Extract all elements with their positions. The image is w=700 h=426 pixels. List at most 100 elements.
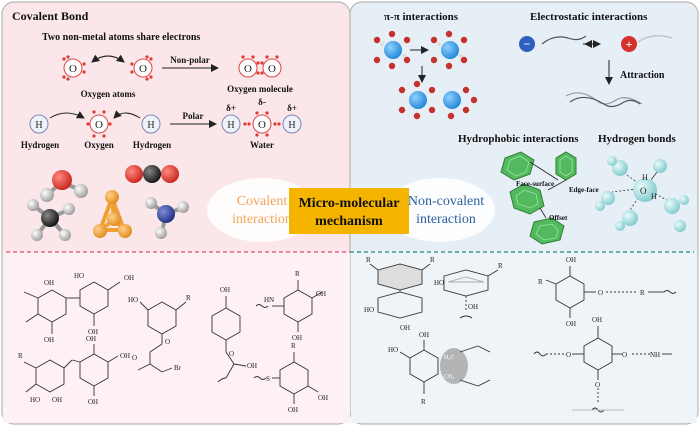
pi-stacking-structure xyxy=(369,263,431,319)
structure-label-r: R xyxy=(640,289,645,297)
h-to-o-arrow-left xyxy=(49,111,85,119)
structure-label-oh: OH xyxy=(400,324,410,332)
structure-label-oh: OH xyxy=(566,320,576,328)
svg-text:O: O xyxy=(244,63,252,75)
structure-label-ho: HO xyxy=(364,306,374,314)
oxygen-molecule-label: Oxygen molecule xyxy=(227,84,293,94)
carbon-dioxide-3d-model xyxy=(125,165,179,183)
hydrogen-atom-right: H xyxy=(141,114,161,134)
structure-label-oh: OH xyxy=(292,334,302,342)
pi-cluster-top-left xyxy=(373,30,411,70)
tetrahedral-3d-model xyxy=(93,190,132,238)
svg-text:O: O xyxy=(69,63,77,75)
svg-text:H: H xyxy=(651,192,657,201)
svg-text:H: H xyxy=(35,120,42,131)
structure-label-r: R xyxy=(498,262,503,270)
oxygen-molecule: O O xyxy=(238,55,282,78)
face-surface-label: Face-surface xyxy=(516,180,554,188)
structure-label-r: R xyxy=(366,256,371,264)
edge-face-label: Edge-face xyxy=(569,186,599,194)
cation-pi-structure xyxy=(443,269,499,319)
oxygen-atom-center: O xyxy=(86,110,112,138)
nonpolar-label: Non-polar xyxy=(170,55,210,65)
covalent-bond-title: Covalent Bond xyxy=(12,9,89,23)
polar-label: Polar xyxy=(183,111,204,121)
svg-text:O: O xyxy=(139,63,147,75)
structure-label-ch3: CH₃ xyxy=(444,374,454,380)
ether-alcohol-structure xyxy=(211,296,247,383)
delta-plus-left: δ+ xyxy=(226,103,236,113)
structure-label-oh: OH xyxy=(468,303,478,311)
delta-minus-center: δ- xyxy=(258,97,266,107)
mechanism-box xyxy=(289,188,409,234)
structure-label-ho: HO xyxy=(388,346,398,354)
hydrogen-label-right: Hydrogen xyxy=(133,140,171,150)
noncovalent-interaction-line2: interaction xyxy=(416,212,476,227)
structure-label-o: O xyxy=(132,354,137,362)
water-molecule: H O H xyxy=(221,111,302,137)
structure-label-oh: OH xyxy=(86,335,96,343)
hydrogen-bonds-title: Hydrogen bonds xyxy=(598,133,676,145)
amine-catechol-structure xyxy=(255,280,323,332)
delta-plus-right: δ+ xyxy=(287,103,297,113)
attraction-label: Attraction xyxy=(620,70,665,81)
electrostatic-diagram: − + xyxy=(519,35,673,108)
hydrogen-bond-catechol-structure xyxy=(545,266,677,318)
multi-hbond-structure xyxy=(533,326,672,413)
hydrophobic-catechol-structure xyxy=(399,340,491,394)
structure-label-oh: OH xyxy=(44,279,54,287)
structure-label-o: O xyxy=(595,381,600,389)
structure-label-r: R xyxy=(295,270,300,278)
structure-label-h3c: H₃C xyxy=(444,355,454,361)
electrostatic-title: Electrostatic interactions xyxy=(530,11,648,23)
hydrophobic-rings xyxy=(500,151,577,245)
biphenyl-tetraol-structure xyxy=(23,281,121,334)
structure-label-oh: OH xyxy=(52,396,62,404)
water-3d-model xyxy=(40,170,88,202)
structure-label-s: S xyxy=(266,375,270,383)
structure-label-o: O xyxy=(165,338,170,346)
structure-label-oh: OH xyxy=(419,331,429,339)
structure-label-o: O xyxy=(622,351,627,359)
structure-label-r: R xyxy=(430,256,435,264)
mechanism-line2: mechanism xyxy=(315,214,383,229)
structure-label-oh: OH xyxy=(220,286,230,294)
electron-share-arrow-back xyxy=(91,54,125,63)
covalent-interaction-line2: interaction xyxy=(232,212,292,227)
oxygen-atoms-label: Oxygen atoms xyxy=(81,89,136,99)
offset-label: Offset xyxy=(549,214,568,222)
minus-charge-icon xyxy=(519,36,535,52)
svg-text:H: H xyxy=(147,120,154,131)
ammonia-3d-model xyxy=(145,197,189,239)
structure-label-oh: OH xyxy=(44,336,54,344)
h-to-o-arrow-right xyxy=(113,110,141,119)
structure-label-br: Br xyxy=(174,364,182,372)
methane-3d-model xyxy=(27,199,75,241)
covalent-interaction-line1: Covalent xyxy=(237,194,288,209)
svg-text:O: O xyxy=(268,63,276,75)
hydrogen-atom-left: H xyxy=(29,114,49,134)
ester-bromide-structure xyxy=(137,301,187,373)
structure-label-oh: OH xyxy=(120,352,130,360)
pi-cluster-bottom-right xyxy=(443,86,478,120)
svg-text:O: O xyxy=(640,186,647,196)
structure-label-o: O xyxy=(229,350,234,358)
left-panel-lower-background xyxy=(3,252,350,423)
svg-text:−: − xyxy=(524,37,531,51)
oxygen-atom-right: O xyxy=(130,55,153,81)
structure-label-o: O xyxy=(598,289,603,297)
svg-text:+: + xyxy=(626,37,633,51)
structure-label-ho: HO xyxy=(434,279,444,287)
structure-label-ho: HO xyxy=(74,272,84,280)
structure-label-o: O xyxy=(566,351,571,359)
methylene-bridged-structure xyxy=(23,344,119,396)
pi-pi-title: π-π interactions xyxy=(384,11,459,23)
svg-text:H: H xyxy=(227,120,234,131)
structure-label-r: R xyxy=(18,352,23,360)
structure-label-ho: HO xyxy=(128,296,138,304)
hydrophobic-title: Hydrophobic interactions xyxy=(458,133,579,145)
structure-label-oh: OH xyxy=(124,274,134,282)
structure-label-hn: HN xyxy=(264,296,274,304)
plus-charge-icon xyxy=(621,36,637,52)
